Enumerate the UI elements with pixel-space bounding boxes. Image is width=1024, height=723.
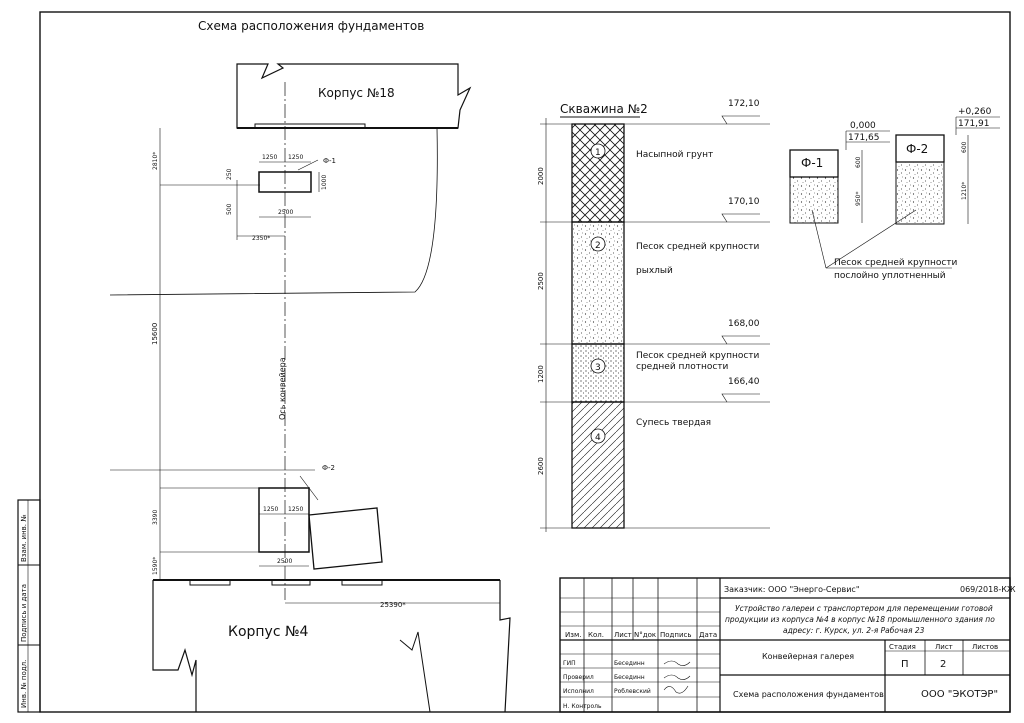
svg-text:1250: 1250: [263, 506, 278, 513]
svg-text:2: 2: [595, 241, 601, 251]
svg-text:15600: 15600: [151, 323, 159, 345]
svg-text:Исполнил: Исполнил: [563, 688, 594, 695]
svg-text:Лист: Лист: [935, 643, 953, 651]
side-stamp: Взам. инв. № Подпись и дата Инв. № подл.: [17, 499, 41, 713]
svg-text:2500: 2500: [537, 272, 545, 290]
svg-text:1250: 1250: [288, 506, 303, 513]
layer-1-column: [571, 123, 625, 223]
svg-text:4: 4: [595, 433, 601, 443]
svg-text:600: 600: [855, 156, 862, 168]
svg-text:1250: 1250: [262, 154, 277, 161]
svg-text:Бесединн: Бесединн: [614, 674, 645, 681]
svg-text:2350*: 2350*: [252, 235, 270, 242]
f2-leader-label: Ф-2: [322, 464, 335, 472]
svg-text:N°док: N°док: [634, 631, 656, 639]
svg-text:0,000: 0,000: [850, 121, 876, 131]
svg-text:2500: 2500: [278, 209, 293, 216]
svg-text:Лист: Лист: [614, 631, 632, 639]
svg-text:Подпись и дата: Подпись и дата: [20, 584, 28, 642]
svg-text:Дата: Дата: [699, 631, 717, 639]
svg-text:ГИП: ГИП: [563, 660, 576, 667]
svg-text:Инв. № подл.: Инв. № подл.: [20, 660, 28, 708]
foundation-sections: Ф-1 0,000 171,65 600 950* Ф-2 +0,260 171…: [789, 107, 1000, 281]
svg-text:Песок средней крупности: Песок средней крупности: [636, 242, 760, 252]
svg-text:Заказчик: ООО "Энерго-Сервис": Заказчик: ООО "Энерго-Сервис": [724, 585, 860, 594]
sheet-frame: [39, 11, 1011, 713]
svg-text:средней плотности: средней плотности: [636, 362, 729, 372]
svg-text:Роблевский: Роблевский: [614, 688, 651, 695]
svg-text:+0,260: +0,260: [958, 107, 992, 117]
svg-text:2600: 2600: [537, 457, 545, 475]
svg-text:172,10: 172,10: [728, 99, 760, 109]
borehole-log: Скважина №2 1 2 3 4 Насыпной грунт Песок…: [537, 99, 770, 532]
f2-section-label: Ф-2: [906, 142, 928, 156]
svg-text:069/2018-КЖ: 069/2018-КЖ: [960, 585, 1016, 594]
building-4-label: Корпус №4: [228, 624, 309, 640]
svg-text:950*: 950*: [855, 192, 862, 206]
svg-text:1000: 1000: [321, 175, 328, 190]
svg-text:171,91: 171,91: [958, 119, 990, 129]
gallery-outline: [109, 127, 438, 296]
svg-text:250: 250: [226, 168, 233, 180]
svg-text:Изм.: Изм.: [565, 631, 581, 639]
long-dimension: 25390*: [380, 601, 406, 609]
svg-text:ООО "ЭКОТЭР": ООО "ЭКОТЭР": [921, 689, 998, 700]
drawing-title: Схема расположения фундаментов: [198, 19, 424, 33]
layer-4-column: [571, 401, 625, 529]
building-18-label: Корпус №18: [318, 86, 395, 100]
foundation-f2-plan: 1250 1250 2500 3390 1590* Ф-2: [110, 464, 383, 575]
svg-text:продукции из корпуса №4 в корп: продукции из корпуса №4 в корпус №18 про…: [725, 615, 995, 624]
svg-text:500: 500: [226, 203, 233, 215]
f1-leader-label: Ф-1: [323, 157, 336, 165]
svg-text:1250: 1250: [288, 154, 303, 161]
svg-text:3: 3: [595, 363, 601, 373]
svg-text:166,40: 166,40: [728, 377, 760, 387]
svg-text:2: 2: [940, 659, 946, 670]
svg-text:170,10: 170,10: [728, 197, 760, 207]
title-block: Изм. Кол. Лист N°док Подпись Дата ГИП Пр…: [559, 577, 1016, 713]
svg-text:Песок средней крупности: Песок средней крупности: [834, 258, 958, 268]
svg-text:Схема расположения фундаментов: Схема расположения фундаментов: [733, 690, 884, 699]
svg-text:171,65: 171,65: [848, 133, 880, 143]
svg-text:2000: 2000: [537, 167, 545, 185]
svg-text:Стадия: Стадия: [889, 643, 916, 651]
svg-text:Проверил: Проверил: [563, 674, 594, 681]
svg-text:Бесединн: Бесединн: [614, 660, 645, 667]
svg-text:послойно уплотненный: послойно уплотненный: [834, 271, 946, 281]
conveyor-axis-label: Ось конвейера: [278, 357, 287, 420]
svg-text:1590*: 1590*: [152, 557, 159, 575]
svg-text:Взам. инв. №: Взам. инв. №: [20, 514, 28, 562]
svg-text:Конвейерная галерея: Конвейерная галерея: [762, 652, 854, 661]
building-4: 25390* Корпус №4: [152, 579, 511, 713]
svg-text:Кол.: Кол.: [588, 631, 604, 639]
svg-text:Песок средней крупности: Песок средней крупности: [636, 351, 760, 361]
svg-text:1210*: 1210*: [961, 182, 968, 200]
svg-text:1: 1: [595, 148, 601, 158]
svg-text:168,00: 168,00: [728, 319, 760, 329]
svg-text:адресу: г. Курск, ул. 2-я Рабо: адресу: г. Курск, ул. 2-я Рабочая 23: [783, 626, 925, 635]
f1-section-label: Ф-1: [801, 156, 823, 170]
svg-text:2810*: 2810*: [152, 152, 159, 170]
svg-text:рыхлый: рыхлый: [636, 266, 673, 276]
svg-text:Супесь твердая: Супесь твердая: [636, 418, 711, 428]
svg-text:1200: 1200: [537, 365, 545, 383]
svg-text:2500: 2500: [277, 558, 292, 565]
svg-text:Листов: Листов: [972, 643, 998, 651]
svg-text:Подпись: Подпись: [660, 631, 692, 639]
borehole-title: Скважина №2: [560, 102, 648, 116]
svg-text:3390: 3390: [152, 510, 159, 525]
foundation-f1-plan: 1250 1250 2500 2350* 1000 2810* 500 250 …: [152, 128, 336, 242]
svg-text:Насыпной грунт: Насыпной грунт: [636, 150, 713, 160]
svg-text:Устройство галереи с транспорт: Устройство галереи с транспортером для п…: [735, 604, 993, 613]
svg-text:600: 600: [961, 141, 968, 153]
building-18: Корпус №18: [236, 63, 472, 129]
svg-text:П: П: [901, 659, 909, 670]
svg-text:Н. Контроль: Н. Контроль: [563, 703, 602, 710]
